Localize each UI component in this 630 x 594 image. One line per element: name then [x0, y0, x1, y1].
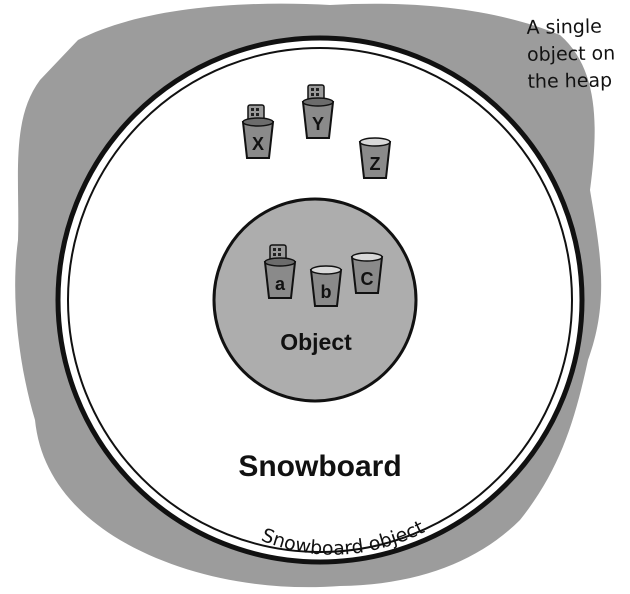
inner-object-type-label: Object [280, 329, 352, 355]
cup-z: Z [360, 138, 390, 178]
cup-x-label: X [252, 134, 264, 154]
cup-y-label: Y [312, 114, 324, 134]
cup-c-label: C [361, 269, 374, 289]
heap-annotation: A single object on the heap [526, 13, 630, 96]
annotation-line-1: A single [526, 13, 629, 42]
outer-object-type-label: Snowboard [238, 450, 401, 483]
annotation-line-2: object on [527, 40, 630, 69]
annotation-line-3: the heap [527, 67, 630, 96]
cup-z-label: Z [370, 154, 381, 174]
cup-a-label: a [275, 274, 286, 294]
cup-b-label: b [321, 282, 332, 302]
cup-c: C [352, 253, 382, 293]
cup-b: b [311, 266, 341, 306]
